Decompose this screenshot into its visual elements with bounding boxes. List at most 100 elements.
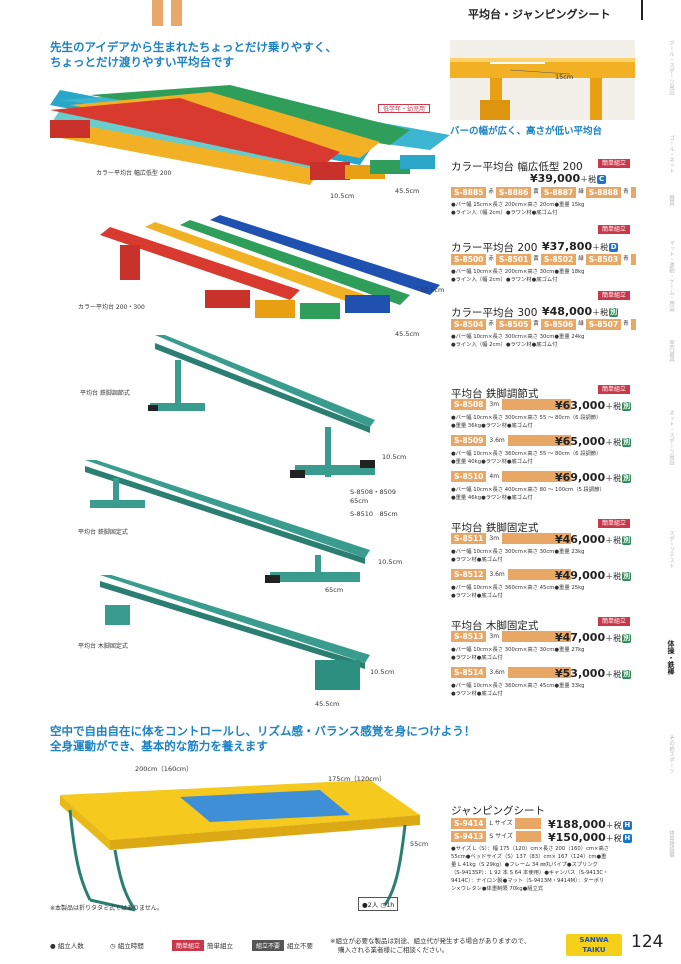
product-price: ¥69,000＋税別 [555,471,632,484]
shipping-badge: 別 [622,669,632,679]
side-index-item[interactable]: その他スポーツ [668,735,674,774]
shipping-badge: 別 [622,571,632,581]
dimension-label: 45.5cm [315,700,340,708]
dimension-label: 45.5cm [395,187,420,195]
photo-steel-adjustable [148,335,375,478]
photo-wood-fixed [100,575,370,690]
product-spec: ●バー幅 10cm×長さ 360cm×高さ 45cm●重量 33kg●ラワン材●… [451,683,585,697]
side-index-item[interactable]: ネット・スポーツ用品 [668,410,674,465]
clock-icon: ◷ [110,942,116,950]
side-index-item[interactable]: 体育館設備 [668,830,674,858]
product-title: ジャンピングシート [451,805,545,817]
product-spec: ●バー幅 10cm×長さ 300cm×高さ 30cm●重量 24kg●ライン入（… [451,334,585,348]
side-index-item[interactable]: 室内遊具 [668,340,674,362]
page-number: 124 [631,932,664,952]
product-price: ¥63,000＋税別 [555,399,632,412]
footer-note: ※組立が必要な製品は別途、組立代が発生する場合がありますので、購入される業者様に… [330,937,531,954]
page-title: 平均台・ジャンピングシート [468,8,611,21]
dimension-label: 200cm（160cm） [135,765,193,773]
shipping-badge: H [622,820,632,830]
dimension-label: 45.5cm [395,330,420,338]
product-spec: ●バー幅 15cm×長さ 200cm×高さ 20cm●重量 15kg●ライン入（… [451,202,585,216]
shipping-badge: 別 [622,633,632,643]
dimension-label: 10.5cm [382,453,407,461]
product-spec: ●バー幅 10cm×長さ 300cm×高さ 55 ～ 80cm（6 段調節）●重… [451,415,602,429]
side-index-item[interactable]: マット・運動・ゲーム・用品 [668,240,674,312]
photo-caption: カラー平均台 幅広低型 200 [96,170,172,177]
catch-copy: 先生のアイデアから生まれたちょっとだけ乗りやすく、 ちょっとだけ渡りやすい平均台… [50,40,337,69]
dimension-label: 10.5cm [378,558,403,566]
product-title: 平均台 鉄脚固定式 [451,522,539,534]
product-price: ¥53,000＋税別 [555,667,632,680]
side-index-item[interactable]: ボール・スポーツ用品 [668,40,674,95]
product-title: カラー平均台 200 [451,242,538,254]
product-price: ¥49,000＋税別 [555,569,632,582]
side-index-item[interactable]: 器具 [668,195,674,206]
side-index-item[interactable]: ゴール・ネット [668,135,674,174]
easy-assembly-tag: 簡単組立 [598,291,631,300]
shipping-badge: 別 [622,535,632,545]
catch-copy: 空中で自由自在に体をコントロールし、リズム感・バランス感覚を身につけよう！ 全身… [50,724,476,753]
dimension-label: S-8508・8509 [350,488,397,496]
inset-photo: 15cm [450,40,635,120]
photo-caption: 平均台 鉄脚固定式 [78,529,128,536]
easy-assembly-tag: 簡単組立 [598,519,631,528]
product-spec: ●バー幅 10cm×長さ 300cm×高さ 30cm●重量 23kg●ラワン材●… [451,549,585,563]
header-tab [171,0,182,26]
legend-people: ● 組立人数 [50,942,84,950]
dimension-label: 65cm [325,586,344,594]
product-title: カラー平均台 300 [451,307,538,319]
product-title: 平均台 鉄脚調節式 [451,388,539,400]
legend-time: ◷ 組立時間 [110,942,144,950]
side-index-item-active[interactable]: 体操・鉄棒 [667,640,675,675]
clock-icon: ◷ [380,901,387,909]
inset-dim: 15cm [555,73,574,81]
shipping-badge: C [597,174,607,184]
easy-assembly-tag: 簡単組立 [598,159,631,168]
header-tab [152,0,163,26]
photo-caption: 平均台 木脚固定式 [78,643,128,650]
product-title: カラー平均台 幅広低型 200 [451,161,583,173]
dimension-label: S-8510 85cm [350,510,398,518]
product-title: 平均台 木脚固定式 [451,620,539,632]
product-price: ¥46,000＋税別 [555,533,632,546]
easy-assembly-tag: 簡単組立 [598,617,631,626]
photo-jumping-sheet [60,780,420,912]
product-price: ¥48,000＋税別 [542,305,619,318]
photo-color-beams [100,215,440,319]
legend-none: 組立不要組立不要 [252,940,313,951]
product-spec: ●バー幅 10cm×長さ 300cm×高さ 30cm●重量 27kg●ラワン材●… [451,647,585,661]
kids-tag: 低学年・幼児用 [378,104,431,113]
dimension-label: 10.5cm [420,286,445,294]
easy-assembly-tag: 簡単組立 [598,225,631,234]
shipping-badge: D [609,242,619,252]
dimension-label: 55cm [410,840,429,848]
product-spec: ●バー幅 10cm×長さ 200cm×高さ 30cm●重量 18kg●ライン入（… [451,269,585,283]
photo-caption: 平均台 鉄脚調節式 [80,390,130,397]
legend-easy: 簡単組立簡単組立 [172,940,233,951]
product-price: ¥47,000＋税別 [555,631,632,644]
side-index-item[interactable]: スポーツテスト [668,530,674,569]
inset-beam-graphic [450,58,635,120]
header-divider [641,0,643,20]
shipping-badge: 別 [622,437,632,447]
product-spec: ●バー幅 10cm×長さ 360cm×高さ 45cm●重量 25kg●ラワン材●… [451,585,585,599]
photo-steel-fixed [85,460,370,583]
dimension-label: 65cm [350,497,369,505]
assembly-info: ●2人 ◷1h [358,897,399,911]
